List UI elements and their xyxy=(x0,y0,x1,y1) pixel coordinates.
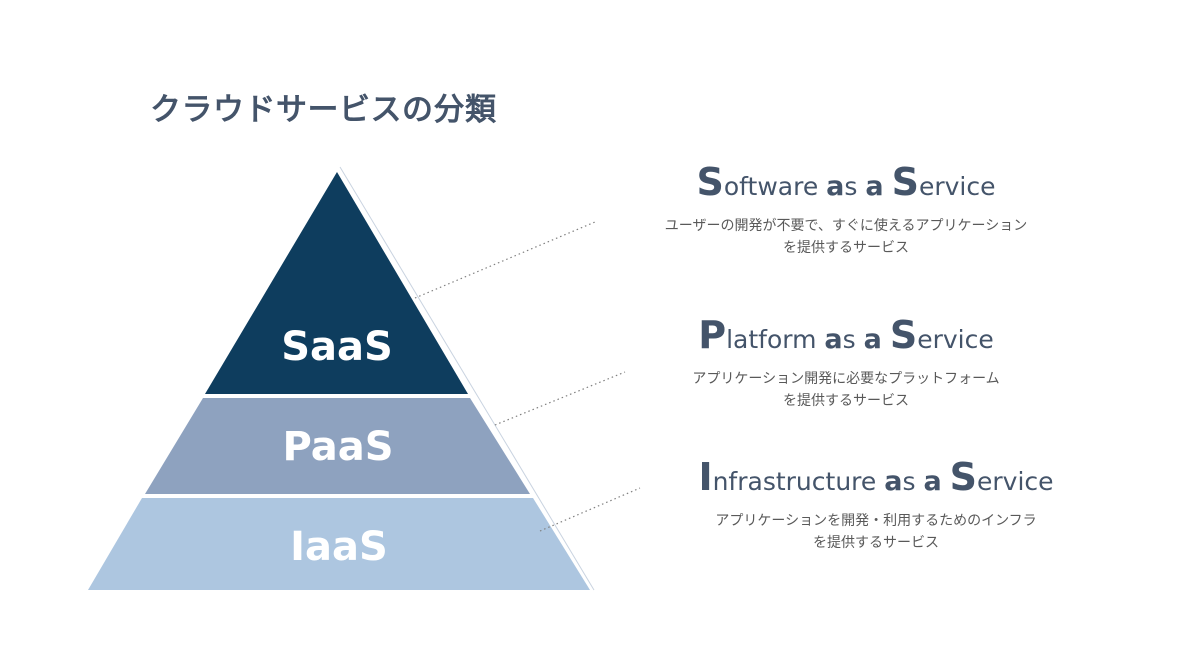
iaas-heading: Infrastructure as a Service xyxy=(698,455,1054,499)
paas-description-block: Platform as a Service アプリケーション開発に必要なプラット… xyxy=(586,316,1106,412)
saas-layer xyxy=(205,172,468,394)
paas-desc: アプリケーション開発に必要なプラットフォーム を提供するサービス xyxy=(692,371,1000,409)
page-title: クラウドサービスの分類 xyxy=(150,92,497,128)
pyramid-edge xyxy=(339,166,595,591)
iaas-layer xyxy=(88,498,590,590)
iaas-desc: アプリケーションを開発・利用するためのインフラ を提供するサービス xyxy=(715,513,1037,551)
saas-heading: Software as a Service xyxy=(696,160,996,204)
paas-connector xyxy=(494,371,626,426)
saas-connector xyxy=(414,221,596,299)
saas-description-block: Software as a Service ユーザーの開発が不要で、すぐに使える… xyxy=(586,163,1106,259)
saas-desc: ユーザーの開発が不要で、すぐに使えるアプリケーション を提供するサービス xyxy=(664,218,1028,256)
saas-label: SaaS xyxy=(281,324,393,370)
iaas-connector xyxy=(539,487,641,532)
paas-heading: Platform as a Service xyxy=(698,313,994,357)
paas-layer xyxy=(145,398,530,494)
paas-label: PaaS xyxy=(282,424,393,470)
iaas-description-block: Infrastructure as a Service アプリケーションを開発・… xyxy=(616,458,1136,554)
iaas-label: IaaS xyxy=(290,524,388,570)
